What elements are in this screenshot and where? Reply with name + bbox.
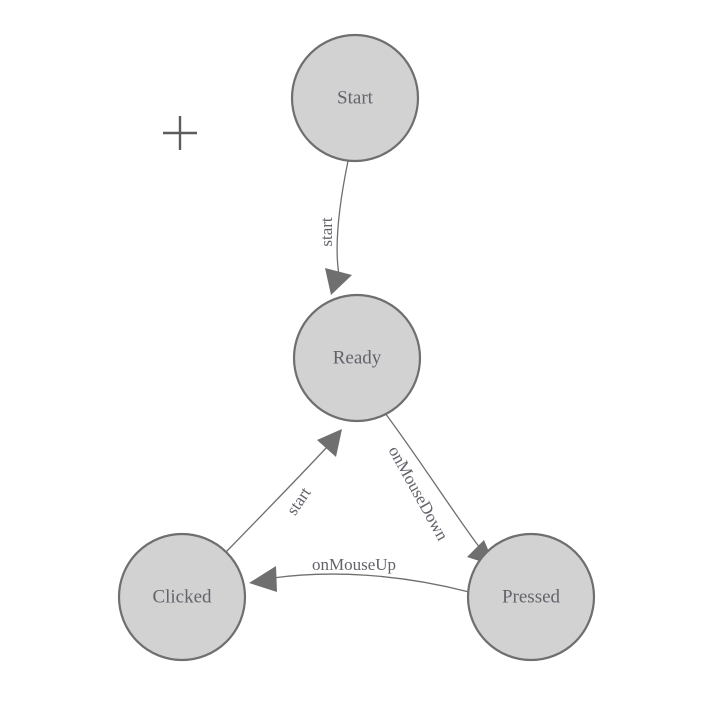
edge-ready-to-pressed[interactable]: onMouseDown <box>384 412 495 566</box>
edge-label-pressed-to-clicked: onMouseUp <box>312 555 396 574</box>
edge-label-start-to-ready: start <box>317 217 336 247</box>
arrowhead-icon-clicked-to-ready <box>317 429 342 457</box>
edge-line-clicked-to-ready <box>225 446 328 553</box>
arrowhead-icon-start-to-ready <box>325 268 352 295</box>
node-start[interactable]: Start <box>290 33 420 163</box>
arrowhead-icon-pressed-to-clicked <box>249 566 277 592</box>
node-pressed[interactable]: Pressed <box>466 532 596 662</box>
node-shape-ready[interactable] <box>292 293 422 423</box>
edge-clicked-to-ready[interactable]: start <box>225 429 342 553</box>
edge-line-ready-to-pressed <box>384 412 481 549</box>
node-clicked[interactable]: Clicked <box>117 532 247 662</box>
edge-line-start-to-ready <box>336 160 349 276</box>
edge-start-to-ready[interactable]: start <box>317 160 352 295</box>
cursor-layer <box>163 116 197 150</box>
node-shape-pressed[interactable] <box>466 532 596 662</box>
node-shape-clicked[interactable] <box>117 532 247 662</box>
edge-pressed-to-clicked[interactable]: onMouseUp <box>249 555 470 593</box>
edge-line-pressed-to-clicked <box>272 573 470 593</box>
node-ready[interactable]: Ready <box>292 293 422 423</box>
node-shape-start[interactable] <box>290 33 420 163</box>
crosshair-cursor <box>163 116 197 150</box>
